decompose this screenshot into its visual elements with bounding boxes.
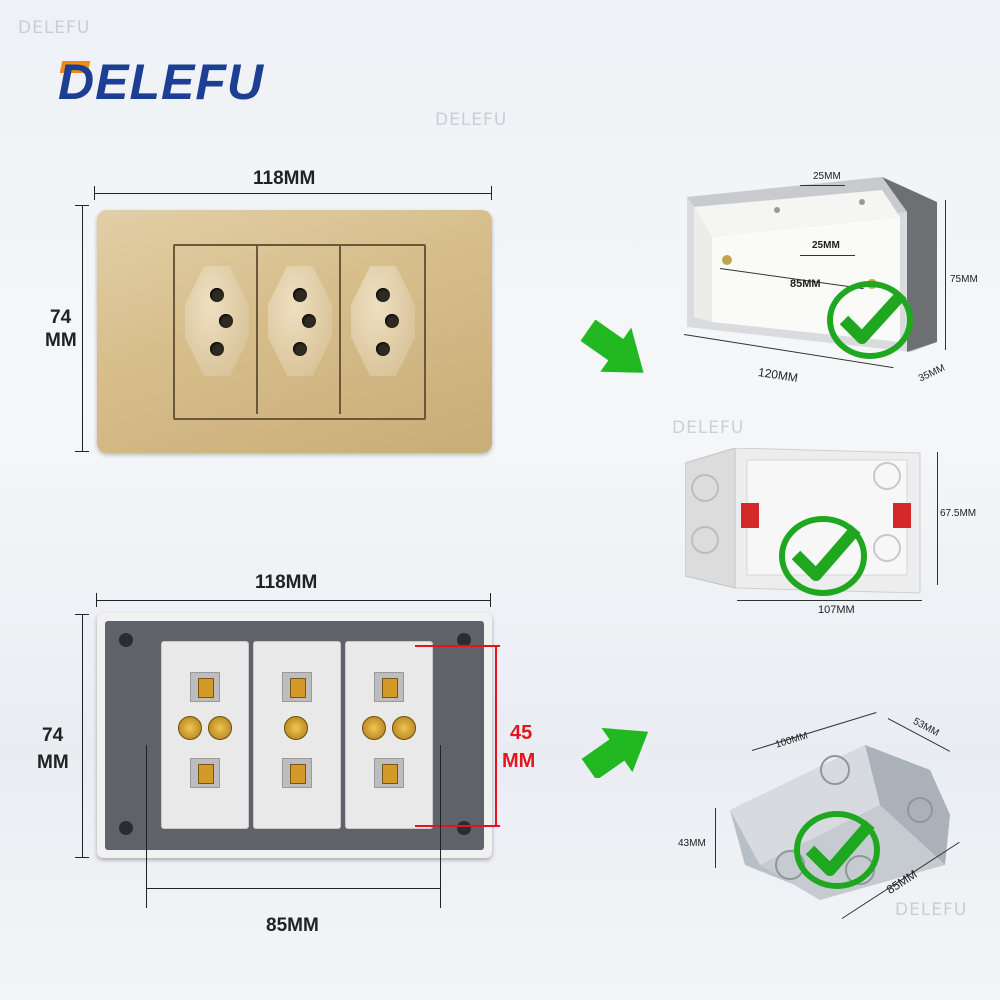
front-height-unit: MM: [45, 330, 77, 351]
box2-dim-height: [937, 452, 938, 585]
outlet-socket: [268, 266, 332, 376]
mount-hole: [119, 821, 133, 835]
check-icon: [827, 281, 913, 359]
mounting-frame: [105, 621, 484, 850]
pin-hole: [210, 288, 224, 302]
front-width-dim-line: [94, 193, 492, 194]
box1-bottom-label: 120MM: [757, 364, 799, 386]
pin-hole: [376, 288, 390, 302]
front-width-label: 118MM: [253, 168, 316, 189]
terminal-n: [374, 758, 404, 788]
terminal-module: [253, 641, 341, 829]
front-height-label: 74: [50, 307, 72, 328]
ground-screw: [178, 716, 202, 740]
box1-dim-inner: [800, 255, 855, 256]
front-height-dim-tick: [75, 205, 89, 206]
bottom-dim-tick: [440, 745, 441, 908]
terminal-l: [374, 672, 404, 702]
terminal-n: [282, 758, 312, 788]
module-height-label: 45: [510, 722, 533, 744]
box1-height-label: 75MM: [950, 274, 978, 285]
pin-hole: [210, 342, 224, 356]
terminal-l: [190, 672, 220, 702]
box1-top-label: 25MM: [813, 171, 841, 182]
box2-height-label: 67.5MM: [940, 508, 977, 519]
ground-screw: [392, 716, 416, 740]
watermark: DELEFU: [435, 110, 508, 130]
brand-name: DELEFU: [58, 54, 264, 110]
back-height-label: 74: [42, 725, 64, 746]
front-height-dim-line: [82, 205, 83, 452]
pin-hole: [219, 314, 233, 328]
module-height-marker-bottom: [415, 825, 500, 827]
brand-logo: DELEFU: [58, 55, 293, 110]
box3-height-label: 43MM: [678, 838, 706, 849]
mount-hole: [119, 633, 133, 647]
terminal-l: [282, 672, 312, 702]
terminal-n: [190, 758, 220, 788]
box2-bottom-label: 107MM: [818, 604, 855, 616]
outlet-socket: [351, 266, 415, 376]
front-width-dim-tick: [94, 186, 95, 200]
mount-hole: [457, 821, 471, 835]
box1-dim-top: [800, 185, 845, 186]
pin-hole: [385, 314, 399, 328]
socket-frame: [173, 244, 426, 420]
back-width-dim-line: [96, 600, 491, 601]
back-height-dim-tick: [75, 857, 89, 858]
box3-dim-height: [715, 808, 716, 868]
box1-inner-label: 25MM: [812, 240, 840, 251]
check-icon: [794, 811, 880, 889]
gold-wall-plate: [97, 210, 492, 453]
mount-hole: [457, 633, 471, 647]
ground-screw: [362, 716, 386, 740]
watermark: DELEFU: [672, 418, 745, 438]
socket-module: [260, 246, 341, 414]
socket-module: [177, 246, 258, 414]
module-height-marker-top: [415, 645, 500, 647]
bottom-dim-tick: [146, 745, 147, 908]
ground-screw: [208, 716, 232, 740]
socket-back-view: [97, 613, 492, 858]
box1-depth-label: 35MM: [916, 362, 947, 385]
ground-screw: [284, 716, 308, 740]
back-width-label: 118MM: [255, 572, 318, 593]
front-height-dim-tick: [75, 451, 89, 452]
terminal-module: [161, 641, 249, 829]
watermark: DELEFU: [895, 900, 968, 920]
box1-dim-height: [945, 200, 946, 350]
box1-center-label: 85MM: [790, 278, 821, 290]
pin-hole: [302, 314, 316, 328]
pin-hole: [293, 288, 307, 302]
back-width-dim-tick: [96, 593, 97, 607]
socket-module: [343, 246, 424, 414]
module-height-marker-line: [495, 645, 497, 827]
back-width-dim-tick: [490, 593, 491, 607]
back-height-unit: MM: [37, 752, 69, 773]
watermark: DELEFU: [18, 18, 91, 38]
pin-hole: [293, 342, 307, 356]
check-icon: [779, 516, 867, 596]
arrow-icon: [580, 320, 644, 373]
back-height-dim-line: [82, 614, 83, 858]
terminal-module: [345, 641, 433, 829]
module-height-unit: MM: [502, 750, 536, 772]
back-height-dim-tick: [75, 614, 89, 615]
box2-dim-bottom: [737, 600, 922, 601]
front-width-dim-tick: [491, 186, 492, 200]
pin-hole: [376, 342, 390, 356]
plastic-junction-box: [687, 177, 937, 352]
arrow-icon: [581, 727, 649, 778]
outlet-socket: [185, 266, 249, 376]
bottom-width-label: 85MM: [266, 915, 319, 936]
bottom-dim-line: [146, 888, 441, 889]
